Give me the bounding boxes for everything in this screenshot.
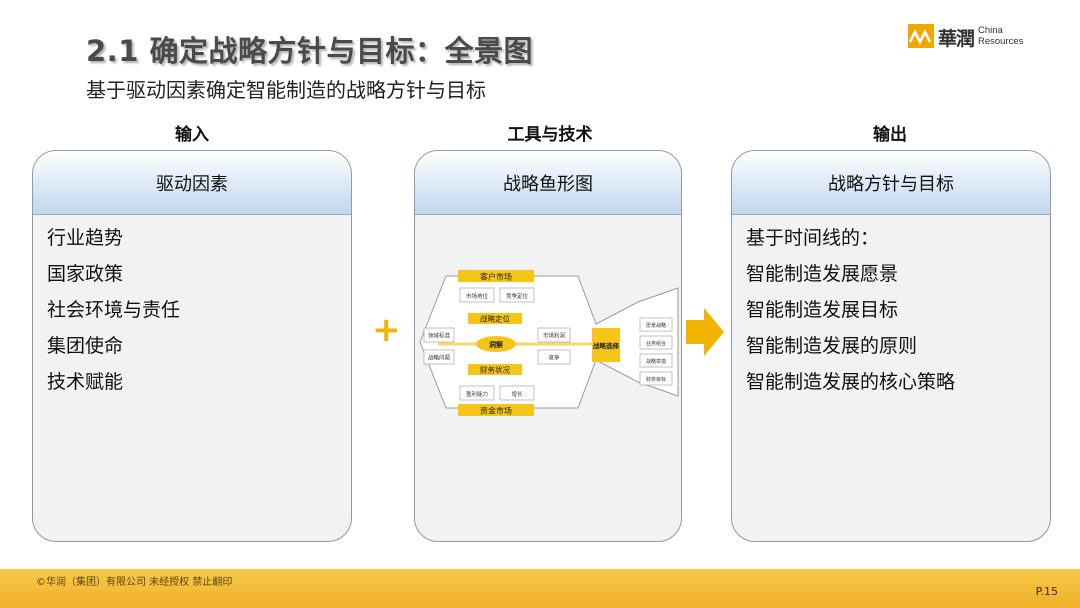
copyright-text: ©华润（集团）有限公司 未经授权 禁止翻印 <box>36 577 233 588</box>
list-item: 基于时间线的： <box>746 227 880 249</box>
right-box-1: 愿景战略 <box>646 322 666 329</box>
top-banner-shape <box>458 270 534 282</box>
lower-box-1: 盈利能力 <box>466 390 488 398</box>
mid-box-2: 竞争 <box>548 354 560 362</box>
center-label: 洞察 <box>489 340 504 349</box>
logo-chinese-text: 華潤 <box>938 28 975 50</box>
choice-label: 战略选择 <box>593 341 620 350</box>
list-item: 智能制造发展目标 <box>746 299 899 321</box>
page-subtitle: 基于驱动因素确定智能制造的战略方针与目标 <box>86 78 486 102</box>
upper-box-1: 市场地位 <box>466 292 489 300</box>
upper-mid-label: 战略定位 <box>480 314 510 324</box>
bottom-label: 资金市场 <box>480 406 512 416</box>
logo-english-text: China Resources <box>978 25 1024 47</box>
right-box-2: 业务组合 <box>646 340 666 347</box>
company-logo: 華潤 China Resources <box>908 22 1028 52</box>
logo-mark-icon <box>908 24 934 48</box>
list-item: 智能制造发展的原则 <box>746 335 918 357</box>
mid-box-1: 市场利润 <box>543 332 566 340</box>
input-items-list: 行业趋势 国家政策 社会环境与责任 集团使命 技术赋能 <box>47 227 180 407</box>
right-box-3: 战略举措 <box>646 358 666 365</box>
lower-box-2: 增长 <box>511 390 523 398</box>
list-item: 社会环境与责任 <box>47 299 181 321</box>
lower-mid-label: 财务状况 <box>480 365 510 375</box>
plus-icon: + <box>372 310 401 350</box>
page-title: 2.1 确定战略方针与目标：全景图 <box>86 34 533 68</box>
fishbone-diagram: 客户市场 资金市场 市场地位 竞争定位 战略定位 财务状况 洞察 领域标准 战略… <box>419 270 679 416</box>
left-box-1: 领域标准 <box>428 332 451 340</box>
footer-bar: ©华润（集团）有限公司 未经授权 禁止翻印 P.15 <box>0 569 1080 608</box>
page-number: P.15 <box>1035 585 1058 598</box>
list-item: 智能制造发展的核心策略 <box>746 371 956 393</box>
right-box-4: 财务目标 <box>646 376 666 383</box>
output-items-list: 基于时间线的： 智能制造发展愿景 智能制造发展目标 智能制造发展的原则 智能制造… <box>746 227 955 407</box>
list-item: 国家政策 <box>47 263 124 285</box>
tools-heading: 工具与技术 <box>507 125 593 145</box>
arrow-right-icon <box>686 308 724 356</box>
top-label: 客户市场 <box>480 272 512 282</box>
output-panel-title: 战略方针与目标 <box>732 151 1050 215</box>
list-item: 智能制造发展愿景 <box>746 263 899 285</box>
strategy-choice-shape <box>592 328 620 362</box>
left-box-2: 战略问题 <box>428 354 451 362</box>
tools-panel-title: 战略鱼形图 <box>415 151 681 215</box>
output-heading: 输出 <box>873 125 907 145</box>
output-panel: 战略方针与目标 基于时间线的： 智能制造发展愿景 智能制造发展目标 智能制造发展… <box>731 150 1051 542</box>
list-item: 行业趋势 <box>47 227 124 249</box>
upper-box-2: 竞争定位 <box>506 292 529 300</box>
list-item: 技术赋能 <box>47 371 124 393</box>
bottom-banner-shape <box>458 404 534 416</box>
list-item: 集团使命 <box>47 335 124 357</box>
input-panel-title: 驱动因素 <box>33 151 351 215</box>
input-heading: 输入 <box>175 125 209 145</box>
input-panel: 驱动因素 行业趋势 国家政策 社会环境与责任 集团使命 技术赋能 <box>32 150 352 542</box>
insight-center-shape <box>476 336 516 352</box>
